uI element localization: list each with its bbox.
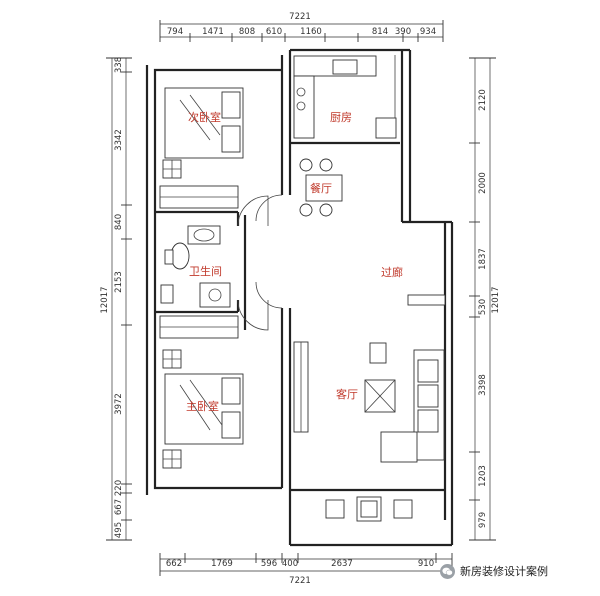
- chair-icon: [299, 158, 313, 172]
- left-segment-4: 2153: [114, 271, 124, 293]
- room-label-hallway: 过廊: [381, 265, 403, 279]
- chair-icon: [393, 499, 413, 519]
- armchair-icon: [369, 342, 387, 364]
- left-total-dimension: 12017: [100, 286, 110, 313]
- left-segment-5: 3972: [114, 393, 124, 415]
- bottom-segment-1: 662: [166, 559, 182, 569]
- right-segment-4: 530: [478, 299, 488, 315]
- dining-table-icon: [305, 174, 343, 202]
- bottom-segment-3: 596: [261, 559, 277, 569]
- bottom-segment-6: 910: [418, 559, 434, 569]
- counter-icon: [293, 75, 315, 139]
- sink-icon: [332, 59, 358, 75]
- top-segment-6: 814: [372, 27, 388, 37]
- room-label-kitchen: 厨房: [330, 111, 352, 124]
- watermark: 新房装修设计案例: [440, 561, 548, 581]
- left-segment-1: 338: [114, 57, 124, 73]
- top-segment-1: 794: [167, 27, 183, 37]
- top-segment-7: 390: [395, 27, 411, 37]
- room-label-dining: 餐厅: [310, 181, 332, 195]
- shower-icon: [199, 282, 231, 308]
- left-segment-8: 495: [114, 522, 124, 538]
- toilet-icon: [170, 242, 190, 270]
- top-segment-5: 1160: [300, 27, 322, 37]
- master-bedroom: 主卧室: [159, 315, 244, 469]
- left-segment-7: 667: [114, 499, 124, 515]
- top-dimension-chain: 7221 794 1471 808 610 1160 814 390 934: [159, 12, 444, 42]
- walls: [145, 48, 454, 547]
- living-room: 客厅: [293, 341, 445, 463]
- bottom-dimension-chain: 662 1769 596 400 2637 910 7221: [159, 553, 453, 586]
- left-segment-2: 3342: [114, 129, 124, 151]
- top-segment-4: 610: [266, 27, 282, 37]
- sink-icon: [187, 225, 221, 245]
- kitchen: 厨房: [293, 55, 397, 139]
- chair-icon: [325, 499, 345, 519]
- watermark-text: 新房装修设计案例: [460, 565, 548, 578]
- room-label-bathroom: 卫生间: [189, 264, 222, 278]
- bottom-segment-2: 1769: [211, 559, 233, 569]
- right-segment-6: 1203: [478, 465, 488, 487]
- stove-icon: [296, 87, 306, 97]
- bathroom: 卫生间: [160, 225, 231, 308]
- right-dimension-chain: 2120 2000 1837 530 3398 1203 979 12017: [469, 57, 501, 541]
- right-segment-7: 979: [478, 512, 488, 528]
- second-bedroom: 次卧室: [159, 87, 244, 209]
- left-segment-3: 840: [114, 214, 124, 230]
- bottom-total-dimension: 7221: [289, 576, 311, 586]
- bottom-segment-5: 2637: [331, 559, 353, 569]
- room-label-master-bedroom: 主卧室: [186, 399, 219, 413]
- left-segment-6: 220: [114, 480, 124, 496]
- right-segment-1: 2120: [478, 89, 488, 111]
- right-segment-5: 3398: [478, 374, 488, 396]
- right-total-dimension: 12017: [491, 286, 501, 313]
- armchair-icon: [380, 431, 418, 463]
- dining: 餐厅: [299, 158, 343, 217]
- right-segment-2: 2000: [478, 172, 488, 194]
- top-segment-8: 934: [420, 27, 436, 37]
- top-total-dimension: 7221: [289, 12, 311, 22]
- left-dimension-chain: 12017 338 3342 840 2153 3972 220 667 495: [100, 57, 132, 541]
- top-segment-2: 1471: [202, 27, 224, 37]
- room-label-living-room: 客厅: [336, 387, 358, 401]
- top-segment-3: 808: [239, 27, 255, 37]
- balcony: [325, 496, 413, 522]
- room-label-second-bedroom: 次卧室: [188, 110, 221, 124]
- wechat-icon: [440, 563, 455, 579]
- right-segment-3: 1837: [478, 248, 488, 270]
- fridge-icon: [375, 117, 397, 139]
- bottom-segment-4: 400: [282, 559, 298, 569]
